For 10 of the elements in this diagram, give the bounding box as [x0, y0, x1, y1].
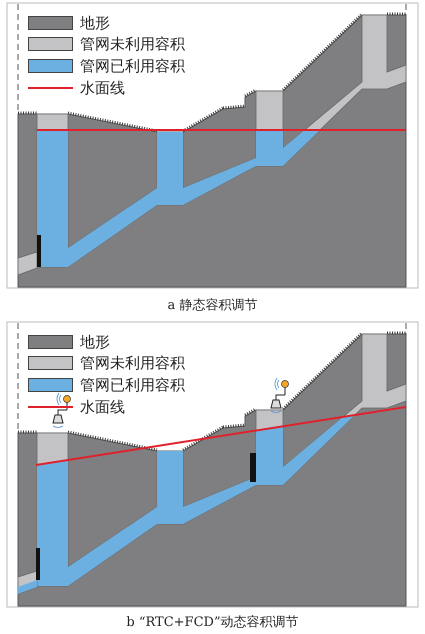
panel-caption: a 静态容积调节 [168, 298, 258, 313]
legend-label: 水面线 [80, 79, 125, 97]
legend-label: 管网已利用容积 [80, 376, 185, 394]
legend-label: 管网已利用容积 [80, 57, 185, 75]
legend-label: 管网未利用容积 [80, 354, 185, 372]
legend-label: 地形 [80, 14, 110, 32]
legend-label: 管网未利用容积 [80, 35, 185, 53]
legend-label: 水面线 [80, 398, 125, 416]
panel-caption: b “RTC+FCD”动态容积调节 [126, 615, 299, 630]
legend-label: 地形 [80, 333, 110, 351]
